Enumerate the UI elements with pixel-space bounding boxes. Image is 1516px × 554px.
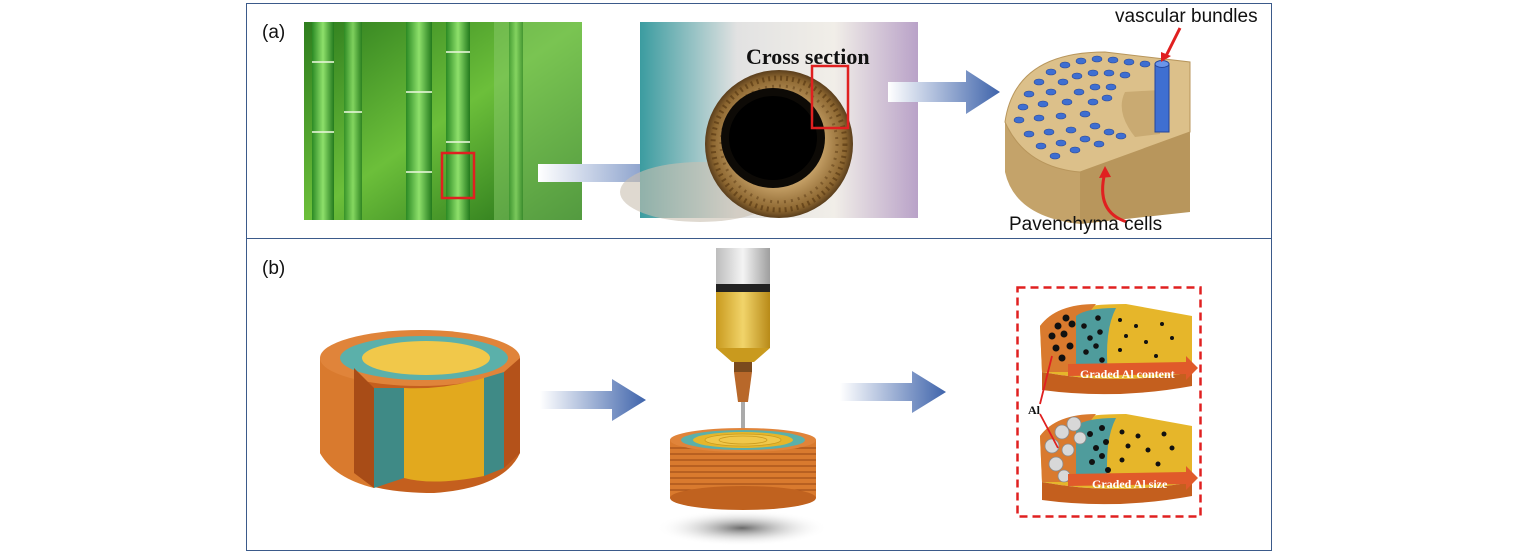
vascular-bundles-label: vascular bundles [1115, 6, 1258, 27]
bamboo-cross-section-photo [620, 22, 918, 222]
graded-al-size-label: Graded Al size [1092, 477, 1168, 491]
process-arrow-2 [888, 70, 1000, 114]
panel-a-label: (a) [262, 22, 286, 43]
panel-b-label: (b) [262, 258, 286, 279]
process-arrow-1 [538, 151, 714, 195]
parenchyma-cells-label: Pavenchyma cells [1009, 214, 1163, 235]
bamboo-forest-photo [304, 22, 582, 220]
layered-cylinder-model [320, 330, 520, 493]
cross-section-label: Cross section [746, 44, 870, 69]
bamboo-structure-model [1004, 27, 1191, 224]
graded-al-content-label: Graded Al content [1080, 367, 1175, 381]
printing-syringe-diagram [656, 248, 828, 546]
process-arrow-4 [840, 371, 946, 413]
process-arrow-3 [540, 379, 646, 421]
al-label: Al [1028, 403, 1040, 417]
graded-al-detail-box [1016, 286, 1202, 518]
